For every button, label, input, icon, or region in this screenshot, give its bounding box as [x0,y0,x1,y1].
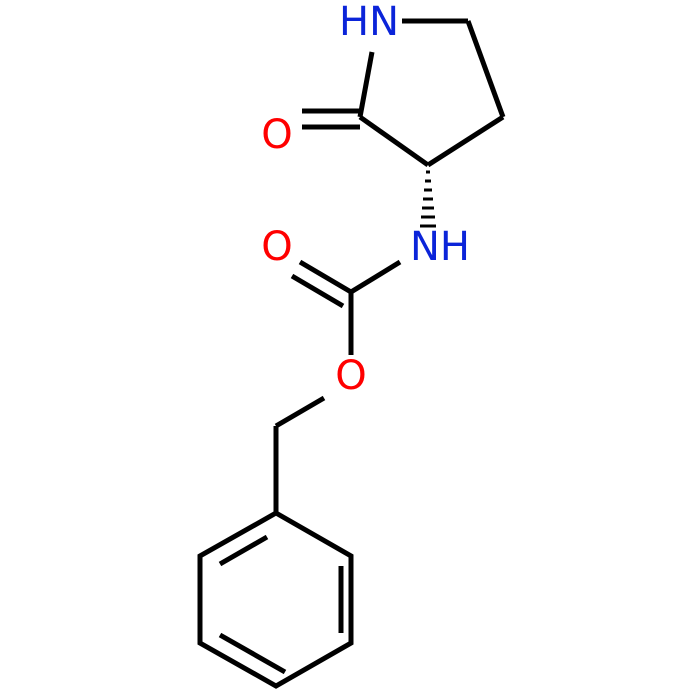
atom-label-carbonyl-o: O [261,224,292,270]
stereo-hash-wedge [420,170,436,228]
bond-c5-c4 [465,20,506,118]
benzene-ring [197,510,354,689]
bond-carbonyl-double-b [290,273,345,309]
atom-label-ester-o: O [335,353,366,399]
bond-c4-c3 [426,114,505,168]
bond-ester-o-ch2 [274,395,326,429]
atom-label-ring-nh: HN [339,0,399,45]
atom-label-lactam-o: O [261,112,292,158]
bond-c3-c2 [358,114,430,168]
bond-n-carbonyl-c [349,259,402,295]
bond-carbonyl-double-a [298,259,353,295]
atom-label-carbamate-nh: NH [410,224,470,270]
bond-c2-n1 [357,51,375,118]
benzene-inner-bond-2 [218,632,287,675]
benzene-inner-bond-3 [218,534,269,567]
